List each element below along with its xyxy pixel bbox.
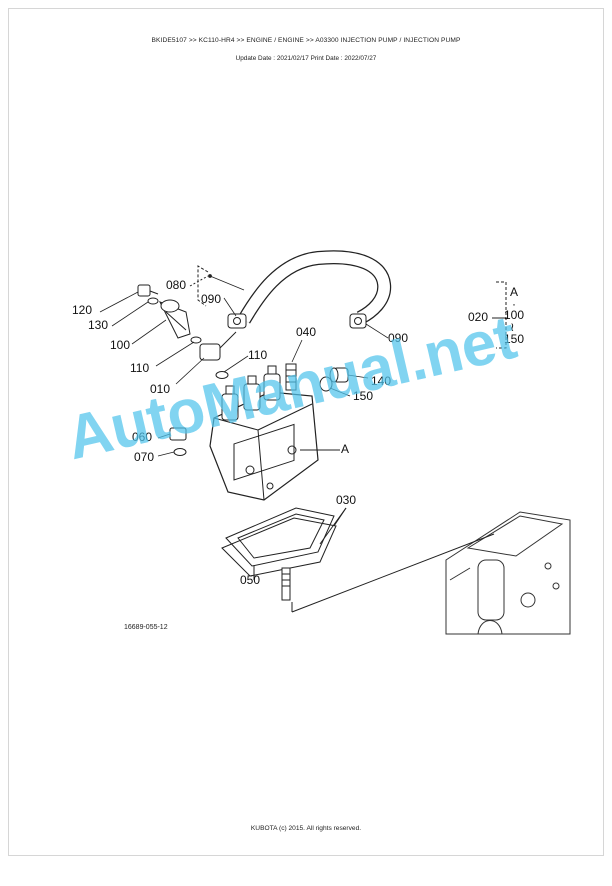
- callout-010: 010: [150, 382, 171, 396]
- callout-130: 130: [88, 318, 109, 332]
- figure-code: 16689-055-12: [124, 624, 168, 631]
- callout-030: 030: [336, 493, 357, 507]
- callout-080: 080: [166, 278, 187, 292]
- callout-090-left: 090: [201, 292, 222, 306]
- range-end: 150: [504, 332, 525, 346]
- callout-070: 070: [134, 450, 155, 464]
- range-tilde: ≀: [510, 320, 515, 334]
- callout-100: 100: [110, 338, 131, 352]
- stud-050: [281, 567, 291, 601]
- washer-110-left: [190, 336, 202, 344]
- banjo-100: [158, 299, 191, 339]
- callout-020: 020: [468, 310, 489, 324]
- fitting-010: [199, 331, 237, 361]
- washer-130: [147, 297, 159, 305]
- hose-clamp-right: [349, 313, 367, 329]
- screw-040: [285, 363, 297, 391]
- engine-block: [445, 511, 571, 635]
- bolt-120: [137, 284, 159, 297]
- callout-150: 150: [353, 389, 374, 403]
- injection-pump-body: [209, 365, 319, 501]
- range-mid: 100: [504, 308, 525, 322]
- callout-090-right: 090: [388, 331, 409, 345]
- callout-120: 120: [72, 303, 93, 317]
- range-start: A: [510, 285, 519, 299]
- hose-clamp-left: [227, 313, 247, 329]
- callout-140: 140: [371, 374, 392, 388]
- callout-040: 040: [296, 325, 317, 339]
- gasket-030: [221, 507, 337, 577]
- washer-110-right: [215, 371, 229, 379]
- date-info: Update Date : 2021/02/17 Print Date : 20…: [235, 55, 377, 62]
- callout-110-right: 110: [248, 348, 268, 362]
- breadcrumb: BKIDE5107 >> KC110-HR4 >> ENGINE / ENGIN…: [151, 37, 461, 44]
- callout-a: A: [341, 442, 350, 456]
- callout-050: 050: [240, 573, 261, 587]
- washer-150: [319, 376, 333, 392]
- callout-060: 060: [132, 430, 153, 444]
- range-dot: ·: [512, 297, 516, 311]
- callout-110-left: 110: [130, 361, 150, 375]
- copyright-footer: KUBOTA (c) 2015. All rights reserved.: [250, 825, 362, 832]
